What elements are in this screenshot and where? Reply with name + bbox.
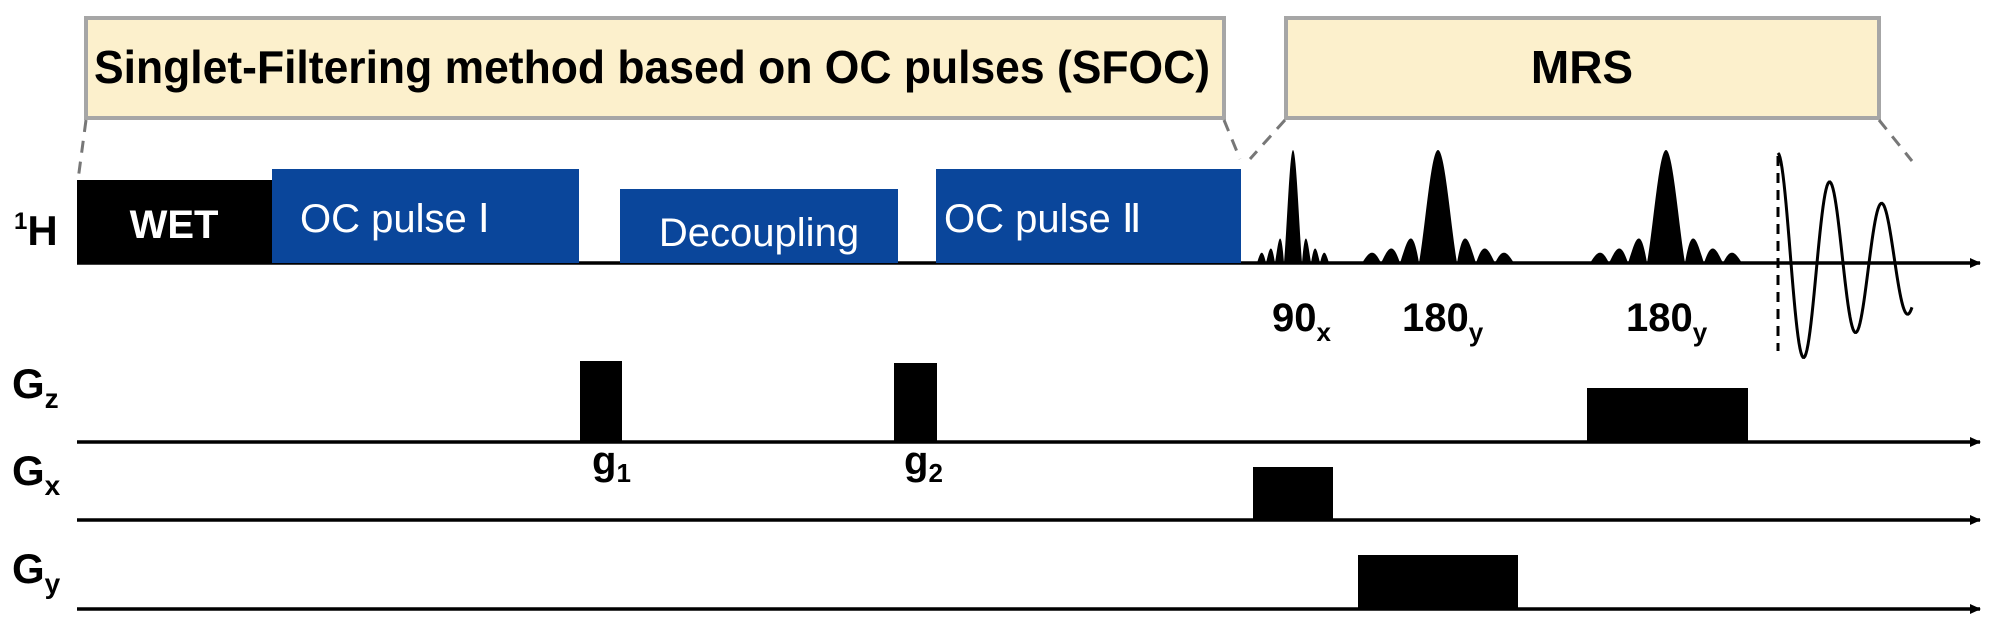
decoupling-label: Decoupling [659,211,859,255]
sfoc-header-label: Singlet-Filtering method based on OC pul… [94,41,1210,93]
rf-pulse-180y-1 [1362,150,1514,263]
gradient-g2 [894,363,937,442]
decoupling-block [620,189,898,263]
channel-label-gx: Gx [12,447,61,501]
channel-label-gy: Gy [12,545,61,599]
oc-pulse-2-label: OC pulse Ⅱ [944,197,1142,241]
oc-pulse-1-block [272,169,579,263]
oc-pulse-1-label: OC pulse Ⅰ [300,197,490,241]
zoom-connectors [76,118,1914,181]
gradient-g1 [580,361,622,442]
wet-label: WET [130,203,219,247]
gradient-gz-crusher [1587,388,1748,442]
rf-pulse-180y-2 [1590,150,1742,263]
rf-pulse-label-90x: 90x [1272,296,1332,347]
wet-block [77,180,272,263]
channel-label-1h: 1H [14,207,58,254]
mrs-header-label: MRS [1531,41,1633,93]
gradient-label-g2: g2 [904,439,943,488]
gradient-gy-slice [1358,555,1518,609]
sfoc-header-box [84,16,1226,120]
rf-pulse-label-180y-2: 180y [1626,296,1708,347]
rf-pulse-label-180y-1: 180y [1402,296,1484,347]
rf-pulse-90x [1257,150,1329,263]
gradient-label-g1: g1 [592,439,631,488]
oc-pulse-2-block [936,169,1241,263]
fid-signal [1776,152,1914,359]
channel-label-gz: Gz [12,360,59,414]
gradient-gx-slice [1253,467,1333,520]
mrs-header-box [1284,16,1881,120]
